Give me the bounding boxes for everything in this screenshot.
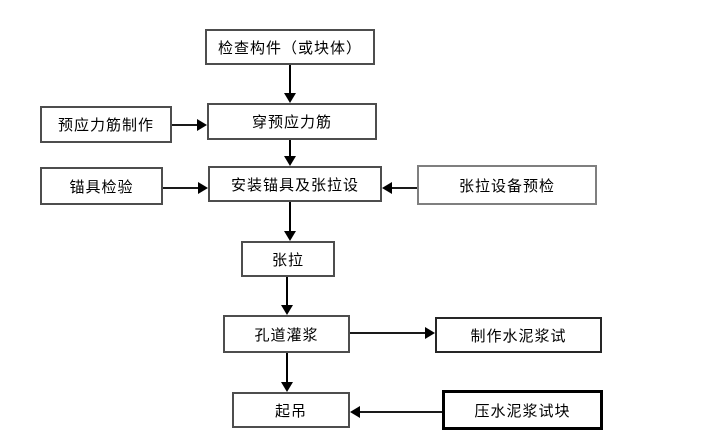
flow-node-install-anchorage: 安装锚具及张拉设 — [208, 166, 382, 202]
flow-node-tension-equipment-precheck: 张拉设备预检 — [417, 165, 597, 205]
edge-thread-to-install-line — [289, 140, 291, 156]
edge-install-to-tensioning-arrowhead-icon — [284, 231, 296, 241]
edge-inspection-to-install-arrowhead-icon — [198, 182, 208, 194]
flow-node-anchorage-inspection: 锚具检验 — [40, 167, 163, 205]
edge-fabrication-to-thread-line — [172, 124, 197, 126]
edge-check-to-thread-arrowhead-icon — [284, 93, 296, 103]
flow-node-duct-grouting: 孔道灌浆 — [223, 315, 350, 353]
edge-tensioning-to-grouting-line — [286, 277, 288, 305]
edge-precheck-to-install-arrowhead-icon — [382, 182, 392, 194]
edge-install-to-tensioning-line — [289, 202, 291, 231]
flow-node-thread-tendon: 穿预应力筋 — [207, 103, 377, 140]
flow-node-tensioning: 张拉 — [241, 241, 335, 277]
edge-test-block-to-lifting-arrowhead-icon — [350, 406, 360, 418]
flow-node-make-cement-paste-test: 制作水泥浆试 — [435, 317, 602, 353]
edge-precheck-to-install-line — [392, 187, 417, 189]
flow-node-tendon-fabrication: 预应力筋制作 — [40, 106, 172, 143]
flow-node-press-cement-test-block: 压水泥浆试块 — [442, 390, 603, 430]
flow-node-lifting: 起吊 — [232, 392, 350, 428]
edge-grouting-to-lifting-line — [286, 353, 288, 382]
edge-thread-to-install-arrowhead-icon — [284, 156, 296, 166]
edge-inspection-to-install-line — [163, 187, 198, 189]
edge-tensioning-to-grouting-arrowhead-icon — [281, 305, 293, 315]
edge-grouting-to-lifting-arrowhead-icon — [281, 382, 293, 392]
edge-test-block-to-lifting-line — [360, 411, 442, 413]
edge-fabrication-to-thread-arrowhead-icon — [197, 119, 207, 131]
edge-grouting-to-paste-test-arrowhead-icon — [425, 327, 435, 339]
edge-check-to-thread-line — [289, 65, 291, 93]
edge-grouting-to-paste-test-line — [350, 332, 425, 334]
flow-node-check-component: 检查构件（或块体） — [205, 29, 375, 65]
